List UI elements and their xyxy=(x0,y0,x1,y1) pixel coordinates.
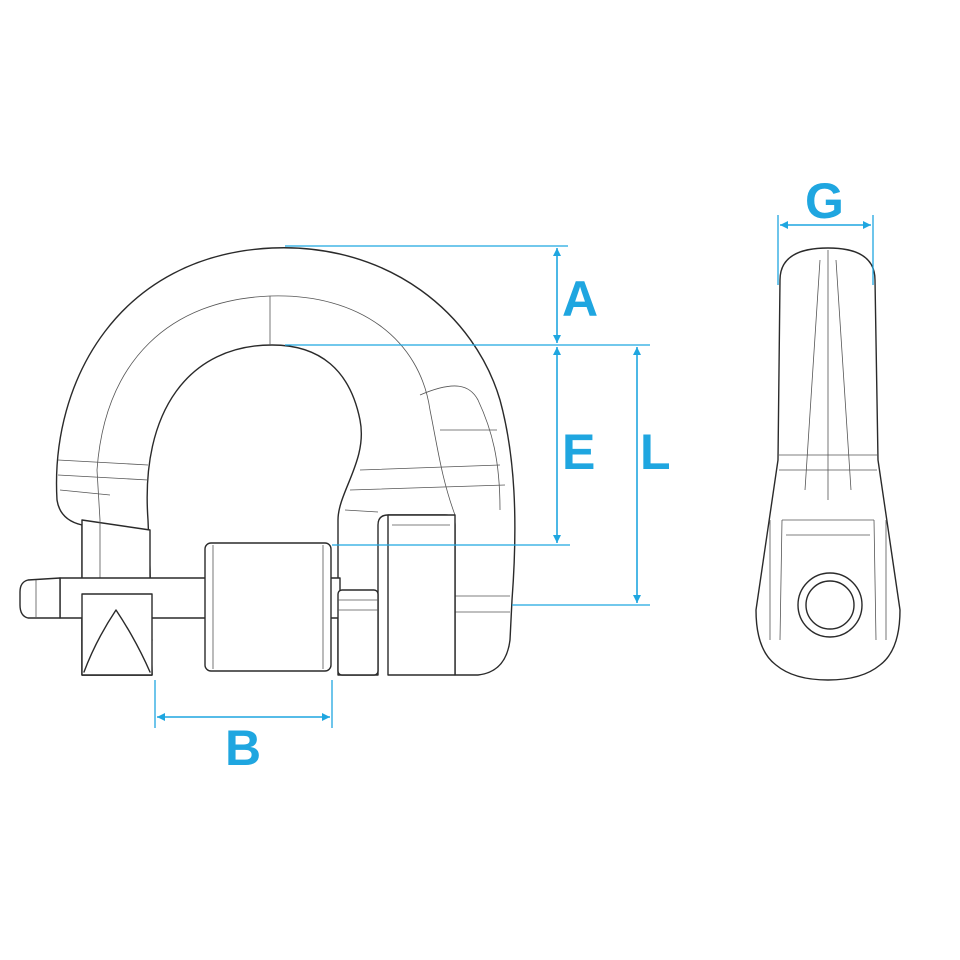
dim-label-b: B xyxy=(225,720,261,776)
pin-sleeve xyxy=(204,542,332,672)
pin-end xyxy=(19,577,61,619)
bow-shoulder-facets-left xyxy=(57,459,149,521)
right-lug-slot xyxy=(387,514,456,676)
side-pin-hole-inner xyxy=(805,580,855,630)
right-lug-lines xyxy=(338,595,510,613)
pin-sleeve-edges xyxy=(212,545,324,669)
shackle-front-view xyxy=(19,247,516,676)
dim-label-g: G xyxy=(805,173,844,229)
left-lug-saddle xyxy=(83,609,151,673)
bow-inner-edge xyxy=(96,295,456,516)
dim-label-e: E xyxy=(562,424,595,480)
right-lug-inner xyxy=(337,589,379,676)
bow-shoulder-facets-right xyxy=(344,429,506,513)
side-shoulder xyxy=(779,454,877,536)
dim-label-l: L xyxy=(640,424,671,480)
left-lug-front xyxy=(81,593,153,676)
shackle-side-view xyxy=(755,247,901,681)
side-ridge xyxy=(804,250,852,500)
dimension-lines xyxy=(154,215,874,728)
side-lug-sides xyxy=(769,519,887,641)
bow-outer-facet xyxy=(419,385,501,511)
dim-label-a: A xyxy=(562,271,598,327)
